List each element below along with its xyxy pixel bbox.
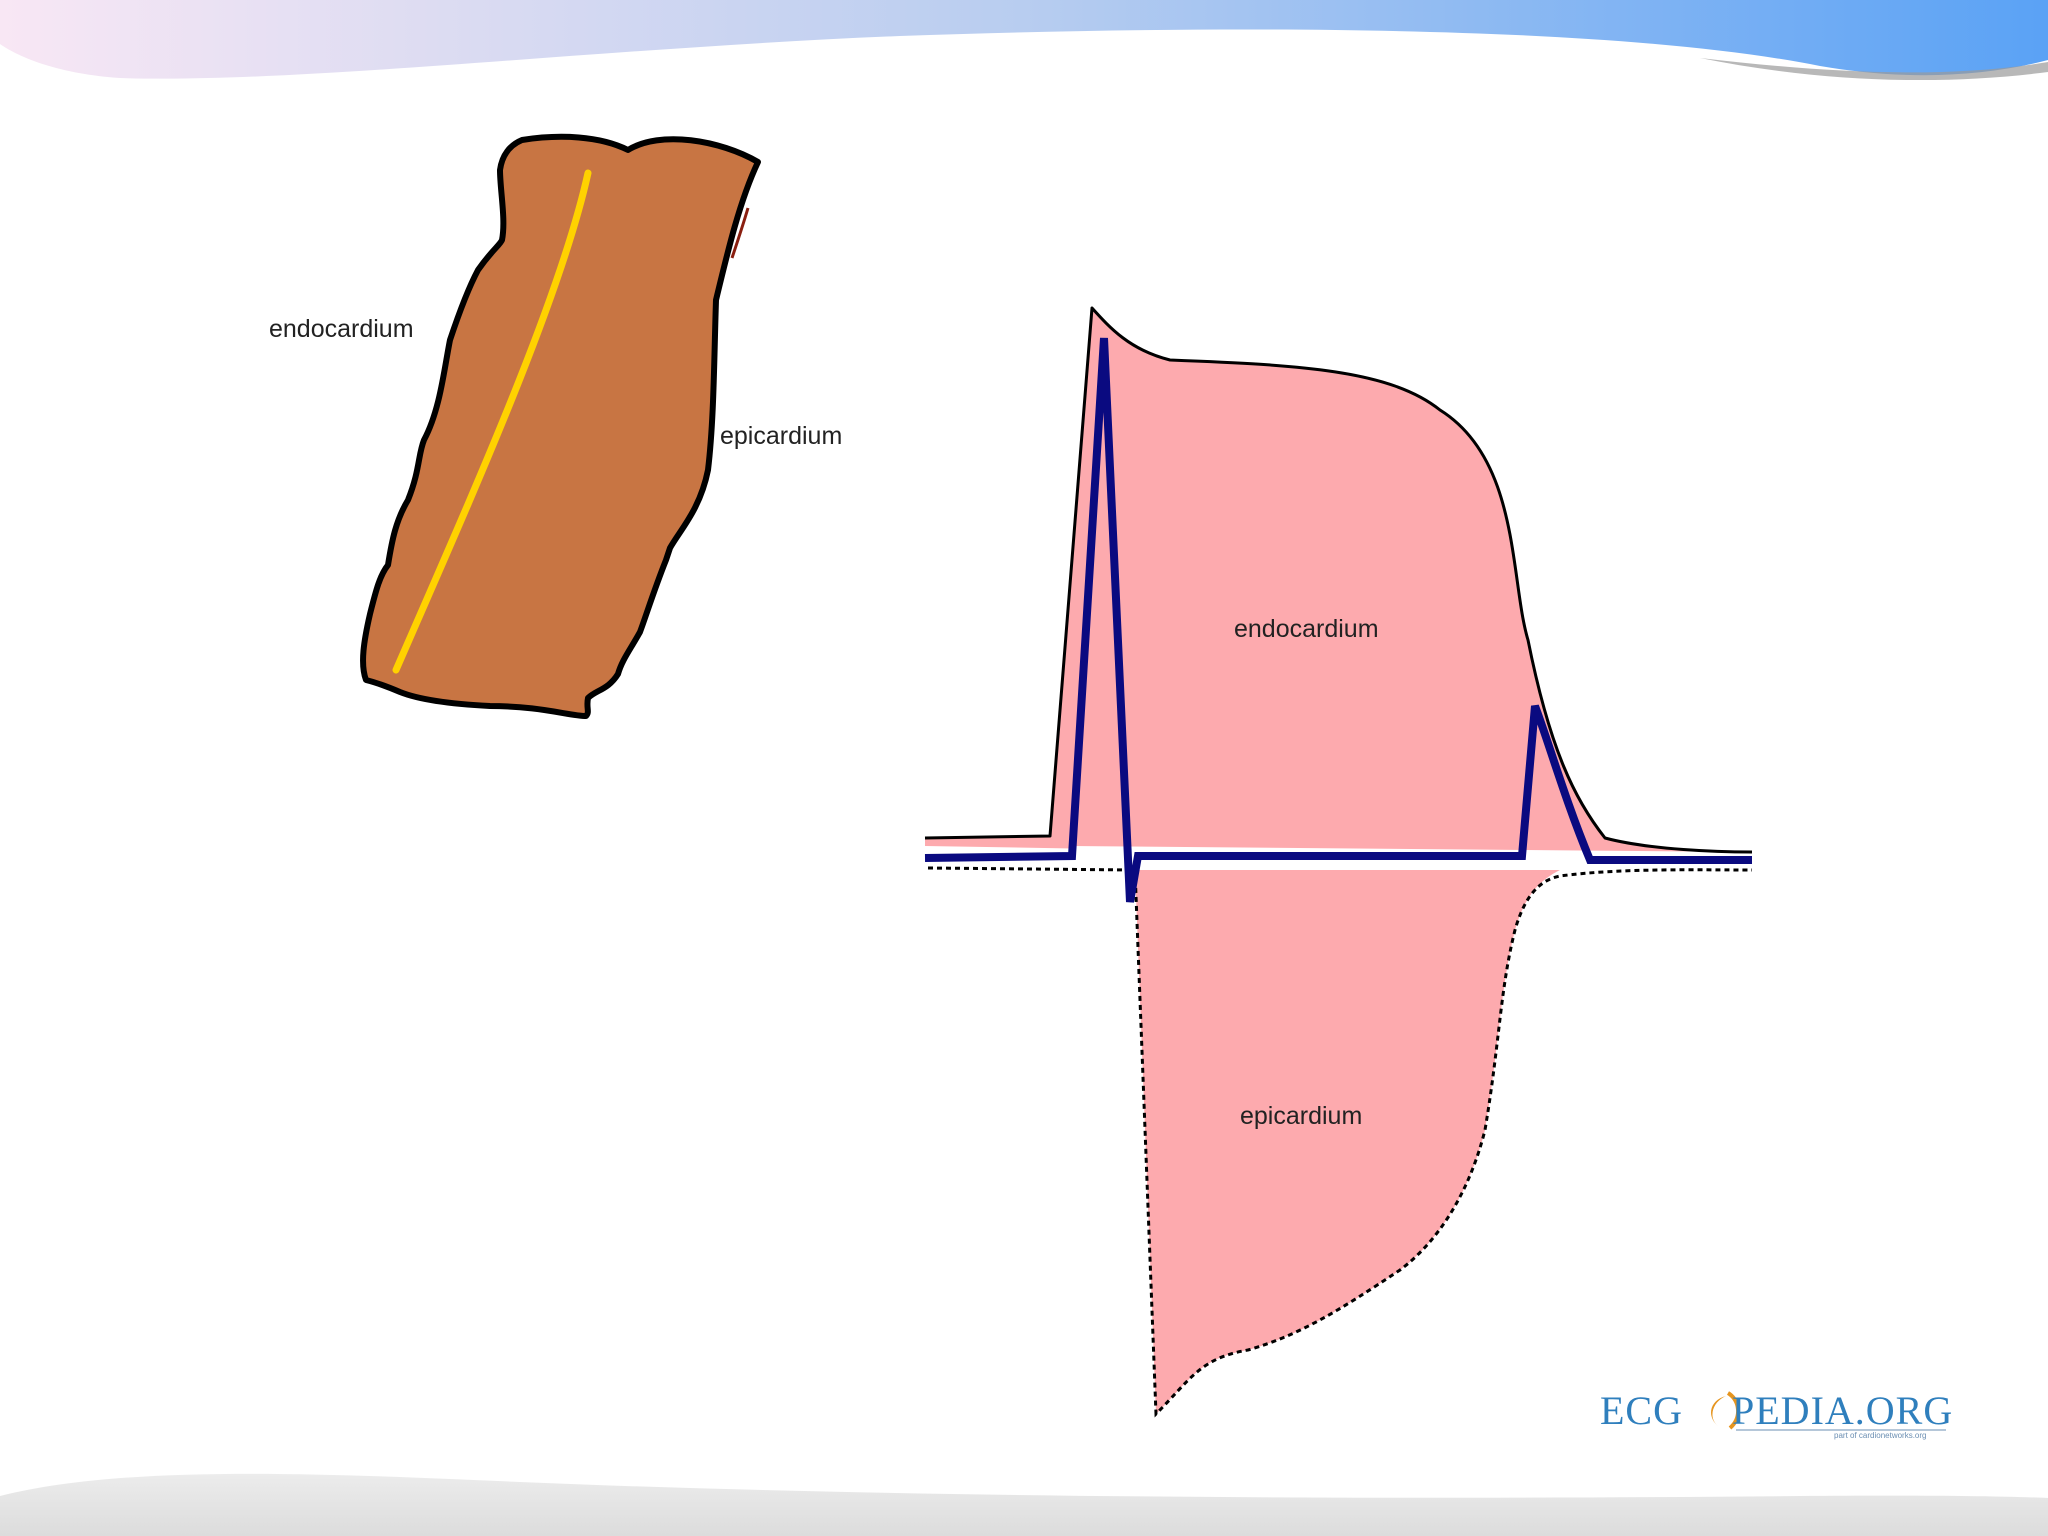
ecgpedia-logo: ECG PEDIA.ORG part of cardionetworks.org (1600, 1388, 1953, 1440)
logo-text-left: ECG (1600, 1388, 1683, 1433)
endocardium-ap-curve (924, 306, 1753, 854)
tissue-label-endocardium: endocardium (269, 315, 414, 343)
footer-wave (0, 1473, 2048, 1536)
logo-swoosh-icon (1711, 1396, 1726, 1426)
logo-tagline: part of cardionetworks.org (1834, 1431, 1927, 1440)
tissue-strip (360, 133, 761, 719)
tissue-label-epicardium: epicardium (720, 422, 842, 450)
epicardium-ap-area (1135, 870, 1560, 1414)
ap-label-epicardium: epicardium (1240, 1102, 1362, 1130)
ap-label-endocardium: endocardium (1234, 615, 1379, 643)
conduction-line (392, 169, 592, 674)
endocardium-ap-area (925, 308, 1752, 860)
action-potential-plot (924, 306, 1753, 1418)
ecg-trace (924, 337, 1752, 903)
logo-text-right: PEDIA.ORG (1732, 1388, 1953, 1433)
epicardium-ap-curve (927, 866, 1753, 1418)
header-wave (0, 0, 2048, 81)
